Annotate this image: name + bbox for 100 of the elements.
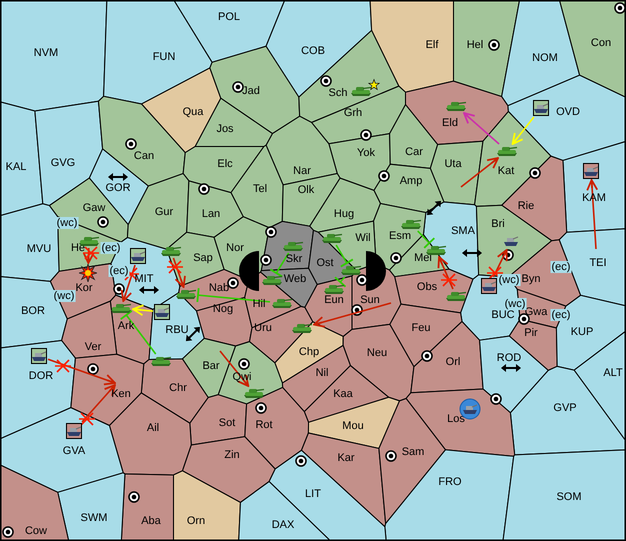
region-label: Sap: [193, 252, 213, 264]
region-label: Qua: [182, 106, 204, 118]
tank-icon: [175, 288, 197, 300]
ship-icon: [31, 348, 47, 364]
region-label: Chr: [169, 382, 187, 394]
region-label: Hil: [252, 298, 266, 310]
coast-label: (ec): [550, 309, 572, 321]
region-label: Kar: [337, 452, 355, 464]
region-label: Nab: [208, 282, 230, 294]
region-label: Hel: [466, 39, 484, 51]
region-label: Wil: [355, 232, 371, 244]
region-label: MVU: [26, 243, 52, 255]
coast-label: (wc): [504, 298, 526, 310]
ship-icon: [66, 423, 82, 439]
order-arrow: [132, 304, 154, 316]
region-label: Mel: [414, 252, 432, 264]
region-label: SWM: [80, 512, 108, 524]
region-label: Obs: [416, 281, 438, 293]
region-label: Orl: [446, 356, 460, 368]
region-label: Feu: [412, 322, 430, 334]
region-label: Sch: [328, 87, 348, 99]
region-label: FRO: [438, 476, 462, 488]
support-line: [120, 310, 156, 354]
region-label: Elf: [426, 39, 438, 51]
region-label: Olk: [298, 184, 314, 196]
tank-icon: [340, 264, 362, 276]
region-label: Elc: [217, 158, 233, 170]
region-label: Nar: [293, 165, 311, 177]
region-label: RBU: [165, 324, 189, 336]
region-label: BOR: [21, 305, 45, 317]
explosion-icon: [79, 264, 97, 282]
region-label: Amp: [400, 175, 422, 187]
region-label: Ver: [84, 341, 102, 353]
region-label: Kaa: [333, 388, 353, 400]
tank-icon: [150, 355, 172, 367]
tank-icon: [243, 387, 265, 399]
tank-icon: [323, 283, 345, 295]
ship-icon: [583, 163, 599, 179]
failed-order-mark: [54, 359, 72, 373]
order-arrow: [172, 258, 186, 288]
region-label: Eld: [442, 117, 458, 129]
region-label: Ken: [111, 388, 131, 400]
coast-label: (wc): [498, 274, 520, 286]
region-label: KAL: [6, 161, 26, 173]
coast-label: (ec): [550, 261, 572, 273]
coast-label: (wc): [56, 217, 78, 229]
region-label: Hug: [334, 208, 354, 220]
region-label: Aba: [141, 515, 161, 527]
order-arrow: [81, 384, 116, 423]
ship-icon: [130, 248, 146, 264]
support-line: [417, 230, 436, 249]
tank-icon: [445, 290, 467, 302]
region-label: NVM: [34, 47, 58, 59]
tank-icon: [445, 100, 467, 112]
region-label: Uta: [444, 158, 462, 170]
tank-icon: [110, 302, 132, 314]
region-label: SMA: [451, 225, 475, 237]
region-label: Kor: [75, 282, 93, 294]
region-label: Sot: [218, 417, 236, 429]
region-label: FUN: [152, 51, 176, 63]
order-arrow: [82, 248, 95, 264]
order-arrow: [512, 116, 535, 145]
region-label: Con: [590, 37, 612, 49]
order-arrow: [120, 264, 136, 302]
region-label: Nil: [316, 367, 328, 379]
region-label: GVA: [62, 445, 86, 457]
region-label: Nog: [212, 303, 234, 315]
region-label: Bar: [202, 360, 220, 372]
region-label: Orn: [186, 515, 206, 527]
failed-order-mark: [82, 246, 100, 260]
region-label: Ark: [118, 320, 134, 332]
region-label: POL: [218, 11, 240, 23]
support-line: [335, 244, 354, 268]
region-label: ROD: [496, 352, 522, 364]
region-label: MIT: [134, 273, 154, 285]
tank-icon: [321, 232, 343, 244]
tank-icon: [400, 218, 422, 230]
region-label: TEI: [589, 257, 607, 269]
region-label: Car: [405, 146, 423, 158]
region-label: COB: [301, 45, 325, 57]
region-label: Tel: [252, 183, 268, 195]
coast-label: (ec): [108, 265, 130, 277]
region-label: Jos: [216, 123, 234, 135]
region-label: Sam: [402, 446, 424, 458]
region-label: SOM: [556, 491, 582, 503]
region-label: Pir: [524, 327, 538, 339]
support-line: [269, 252, 290, 278]
region-label: GVG: [50, 157, 76, 169]
order-arrow: [492, 249, 508, 278]
region-label: GOR: [105, 182, 131, 194]
region-label: GVP: [553, 402, 577, 414]
tank-icon: [282, 240, 304, 252]
region-label: BUC: [491, 309, 515, 321]
region-label: Los: [447, 413, 465, 425]
region-label: Byn: [522, 273, 540, 285]
region-label: Rot: [255, 419, 273, 431]
region-label: Web: [284, 273, 306, 285]
order-arrow: [463, 112, 500, 145]
region-label: Sun: [360, 294, 380, 306]
failed-order-mark: [122, 267, 140, 281]
